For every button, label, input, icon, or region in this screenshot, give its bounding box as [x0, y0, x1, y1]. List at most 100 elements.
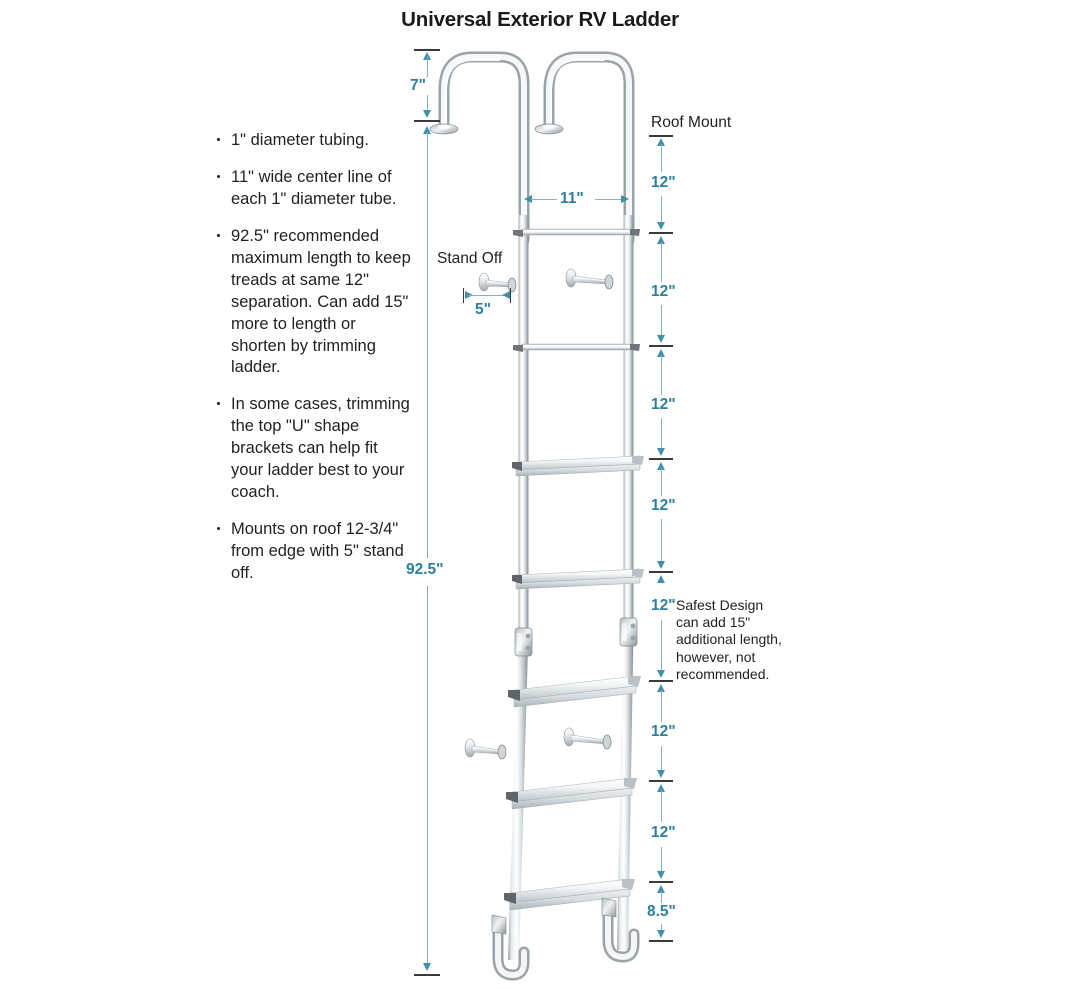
bullet-dot-icon [217, 402, 220, 406]
dim-line-seg1-b [661, 196, 662, 222]
dim-arrow-seg1-down [657, 222, 665, 230]
bullet-dot-icon [217, 233, 220, 237]
dim-arrow-11in-right [621, 195, 629, 203]
dim-tick-rung5 [649, 680, 673, 682]
dim-arrow-seg6-up [657, 684, 665, 692]
rung-3 [512, 455, 644, 477]
dim-label-92in: 92.5" [404, 561, 446, 579]
stand-off-bracket-lower-left [464, 738, 507, 760]
dim-line-seg3-b [661, 418, 662, 448]
dim-tick-5in-left [463, 288, 464, 303]
dim-arrow-seg6-down [657, 770, 665, 778]
dim-line-seg2-b [661, 305, 662, 335]
list-item: 92.5" recommended maximum length to keep… [214, 226, 414, 380]
dim-line-seg4-b [661, 519, 662, 561]
dim-arrow-seg5-down [657, 670, 665, 678]
dim-arrow-92-up [423, 126, 431, 134]
dim-tick-rung1 [649, 232, 673, 234]
dim-line-seg1-a [661, 144, 662, 172]
stand-off-label: Stand Off [437, 250, 503, 267]
rail-coupler-right [619, 617, 638, 647]
bullet-dot-icon [217, 527, 220, 531]
dim-arrow-5in-left [502, 291, 510, 299]
top-u-bracket-left [429, 51, 530, 246]
dim-tick-top-7in-lower [414, 120, 440, 122]
bottom-hook-right [601, 897, 640, 963]
dim-tick-rung7 [649, 881, 673, 883]
dim-label-11in: 11" [558, 190, 586, 208]
dim-arrow-11in-left [524, 195, 532, 203]
dim-arrow-seg7-up [657, 784, 665, 792]
list-item: Mounts on roof 12-3/4" from edge with 5"… [214, 519, 414, 585]
stand-off-bracket-lower-right [563, 727, 612, 750]
dim-line-seg3-a [661, 355, 662, 395]
bullet-text: In some cases, trimming the top "U" shap… [231, 395, 410, 502]
dim-tick-rung2 [649, 345, 673, 347]
rail-coupler-left [514, 627, 533, 657]
dim-arrow-seg1-up [657, 138, 665, 146]
dim-arrow-seg4-up [657, 462, 665, 470]
rung-7 [504, 878, 635, 911]
dim-line-bottom-b [661, 924, 662, 930]
page-title: Universal Exterior RV Ladder [401, 8, 679, 31]
list-item: In some cases, trimming the top "U" shap… [214, 394, 414, 504]
dim-arrow-7in-down [423, 110, 431, 118]
dim-arrow-seg3-down [657, 448, 665, 456]
rail-left-lower [508, 630, 529, 960]
dim-line-11in-b [595, 199, 621, 200]
dim-arrow-seg3-up [657, 349, 665, 357]
dim-tick-roof [649, 135, 673, 137]
rail-left-upper [518, 215, 529, 635]
dim-arrow-seg2-down [657, 335, 665, 343]
bullet-dot-icon [217, 174, 220, 178]
dim-arrow-92-down [423, 963, 431, 971]
rung-5 [508, 675, 641, 708]
dim-line-11in-a [531, 199, 557, 200]
dim-tick-rung3 [649, 458, 673, 460]
dim-line-seg6-b [661, 746, 662, 770]
dim-label-seg7: 12" [649, 824, 678, 842]
rung-4 [512, 568, 644, 590]
dim-arrow-seg7-down [657, 871, 665, 879]
dim-label-8point5in: 8.5" [645, 903, 678, 921]
dim-tick-5in-right [510, 288, 511, 303]
dim-tick-rung4 [649, 571, 673, 573]
dim-label-7in: 7" [408, 77, 428, 95]
dim-label-5in: 5" [473, 301, 493, 319]
dim-arrow-seg2-up [657, 236, 665, 244]
dim-label-seg1: 12" [649, 174, 678, 192]
dim-line-5in [468, 295, 508, 296]
top-u-bracket-right [534, 51, 635, 246]
roof-mount-label: Roof Mount [651, 114, 732, 131]
dim-label-seg2: 12" [649, 283, 678, 301]
dim-line-seg6-a [661, 690, 662, 722]
bullet-text: 1" diameter tubing. [231, 131, 369, 149]
dim-tick-bottom [649, 940, 673, 942]
dim-label-seg5: 12" [649, 597, 678, 615]
bottom-hook-left [491, 914, 530, 981]
dim-tick-92-bottom [414, 974, 440, 976]
dim-line-seg4-a [661, 468, 662, 496]
dim-tick-rung6 [649, 780, 673, 782]
dim-arrow-seg5-up [657, 575, 665, 583]
list-item: 11" wide center line of each 1" diameter… [214, 167, 414, 211]
rung-2 [513, 343, 640, 352]
dim-line-92-lower [427, 586, 428, 966]
bullet-text: Mounts on roof 12-3/4" from edge with 5"… [231, 520, 404, 582]
dim-line-seg7-a [661, 790, 662, 822]
rail-right-upper [623, 215, 634, 635]
bullet-text: 92.5" recommended maximum length to keep… [231, 226, 411, 377]
list-item: 1" diameter tubing. [214, 130, 414, 152]
dim-tick-top-7in-upper [414, 49, 440, 51]
rung-1 [513, 228, 640, 237]
dim-line-seg5-b [661, 620, 662, 670]
dim-arrow-bottom-down [657, 930, 665, 938]
bullet-dot-icon [217, 138, 220, 141]
dim-arrow-seg4-down [657, 561, 665, 569]
bullet-text: 11" wide center line of each 1" diameter… [231, 167, 397, 208]
dim-line-bottom-a [661, 891, 662, 903]
dim-line-seg7-b [661, 847, 662, 871]
safest-design-note: Safest Design can add 15" additional len… [676, 597, 782, 682]
dim-label-seg4: 12" [649, 497, 678, 515]
